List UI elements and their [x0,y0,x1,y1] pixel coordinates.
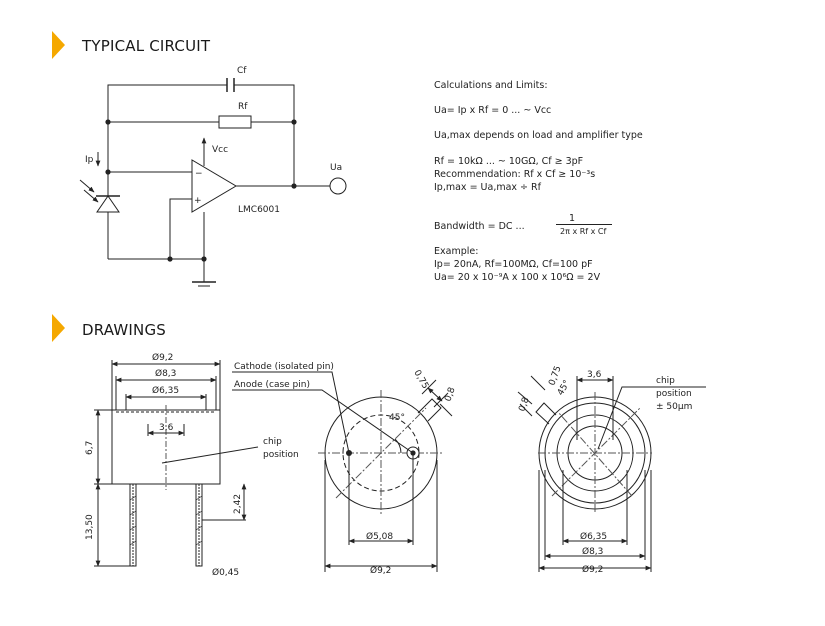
bottom-dim-508: Ø5,08 [366,531,393,542]
example-title: Example: [434,246,479,257]
label-opamp: LMC6001 [238,205,280,215]
bottom-dim-92: Ø9,2 [370,565,391,576]
side-position-label: position [263,450,299,460]
example-line-1: Ip= 20nA, Rf=100MΩ, Cf=100 pF [434,259,593,270]
top-tolerance-label: ± 50µm [656,402,692,412]
bandwidth-label: Bandwidth = DC ... [434,221,525,232]
top-chip-label: chip [656,376,675,386]
circuit-schematic [79,78,347,287]
bottom-dim-08: 0,8 [443,386,457,403]
calc-line-1: Ua= Ip x Rf = 0 ... ~ Vcc [434,105,552,116]
side-dim-83: Ø8,3 [155,368,176,379]
side-view [94,360,259,567]
bottom-anode-label: Anode (case pin) [234,380,310,390]
side-dim-92: Ø9,2 [152,352,173,363]
top-position-label: position [656,389,692,399]
side-chip-label: chip [263,437,282,447]
top-dim-635: Ø6,35 [580,531,607,542]
side-dim-045: Ø0,45 [212,567,239,578]
side-dim-67: 6,7 [85,441,95,455]
section-heading-drawings: DRAWINGS [82,321,167,339]
fraction-bar [556,224,612,225]
bottom-view [232,371,453,572]
top-dim-92: Ø9,2 [582,564,603,575]
section-heading-circuit: TYPICAL CIRCUIT [82,37,211,55]
label-ip: Ip [85,155,94,165]
calc-line-4: Recommendation: Rf x Cf ≥ 10⁻³s [434,169,596,180]
label-rf: Rf [238,102,248,112]
section-marker-drawings [52,314,65,342]
calc-line-3: Rf = 10kΩ ... ~ 10GΩ, Cf ≥ 3pF [434,156,584,167]
top-view [517,375,706,572]
label-minus: − [195,169,203,179]
calc-line-2: Ua,max depends on load and amplifier typ… [434,130,643,141]
calc-title: Calculations and Limits: [434,80,548,91]
side-dim-1350: 13,50 [85,514,95,540]
section-marker-circuit [52,31,65,59]
side-dim-635: Ø6,35 [152,385,179,396]
bottom-cathode-label: Cathode (isolated pin) [234,362,334,372]
bandwidth-denominator: 2π x Rf x Cf [560,227,607,236]
bottom-dim-075: 0,75 [411,369,430,391]
label-ua: Ua [330,163,342,173]
top-dim-83: Ø8,3 [582,546,603,557]
side-dim-242: 2,42 [233,494,243,514]
label-plus: + [194,196,202,206]
example-line-2: Ua= 20 x 10⁻⁹A x 100 x 10⁶Ω = 2V [434,272,601,283]
label-cf: Cf [237,66,247,76]
top-dim-36: 3,6 [587,370,602,380]
top-dim-08: 0,8 [517,396,531,413]
label-vcc: Vcc [212,145,228,155]
bottom-angle-45: 45° [389,413,405,423]
bandwidth-numerator: 1 [569,213,576,224]
side-dim-36: 3,6 [159,423,174,433]
calc-line-5: Ip,max = Ua,max ÷ Rf [434,182,541,193]
